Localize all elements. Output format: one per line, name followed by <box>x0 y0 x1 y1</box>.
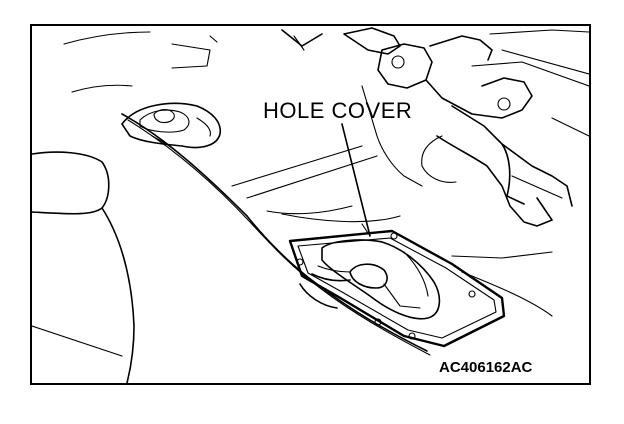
console-line-1 <box>231 145 363 187</box>
floor-line-right-2 <box>461 271 553 317</box>
bracket-fragment <box>171 43 211 69</box>
console-line-4 <box>281 213 401 223</box>
upper-right-mechanism <box>281 27 589 227</box>
figure-frame: HOLE COVER AC406162AC <box>30 24 591 385</box>
figure-code: AC406162AC <box>439 359 533 376</box>
tunnel-left-edge-inner <box>127 119 431 356</box>
floor-edge-line <box>71 84 133 93</box>
floor-tunnel-illustration <box>32 27 589 383</box>
rear-boot-assembly <box>121 102 222 149</box>
seat-cushion <box>32 151 135 383</box>
floor-line-right <box>451 251 553 259</box>
tunnel-detail <box>151 135 183 157</box>
front-hole-cover <box>288 223 506 348</box>
hole-cover-label: HOLE COVER <box>263 98 413 123</box>
console-line-3 <box>266 205 353 215</box>
rear-edge-line <box>63 31 151 45</box>
floor-line-left <box>32 325 123 357</box>
leader-line <box>341 123 371 237</box>
bracket-detail <box>209 35 218 43</box>
console-line-2 <box>246 155 378 199</box>
